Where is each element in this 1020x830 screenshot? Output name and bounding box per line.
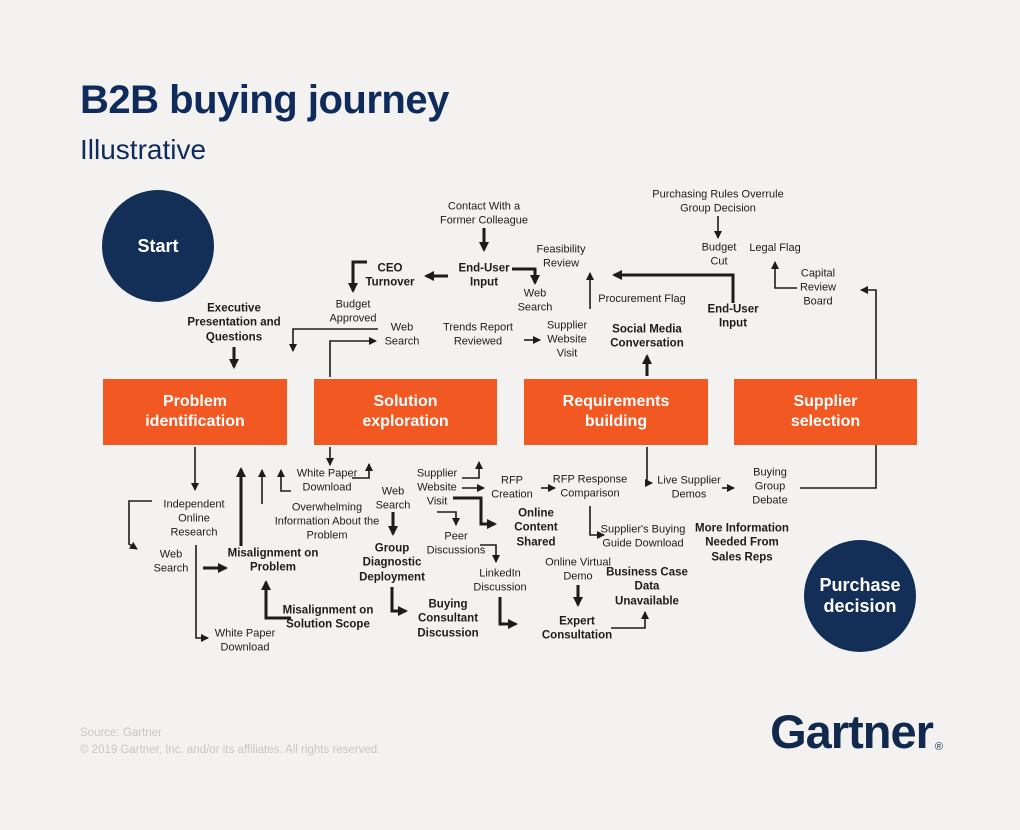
node-executive-presentation: Executive Presentation and Questions (187, 302, 281, 344)
node-purchasing-rules-overrule: Purchasing Rules Overrule Group Decision (652, 188, 784, 214)
node-web-search-feasibility: Web Search (517, 287, 553, 313)
node-procurement-flag: Procurement Flag (598, 293, 686, 306)
page-title: B2B buying journey (80, 78, 449, 122)
registered-mark: ® (934, 741, 943, 753)
gartner-logo-text: Gartner (770, 705, 934, 758)
footer-copyright: © 2019 Gartner, Inc. and/or its affiliat… (80, 744, 381, 757)
node-trends-report-reviewed: Trends Report Reviewed (443, 321, 513, 347)
footer-attribution: Source: Gartner © 2019 Gartner, Inc. and… (80, 725, 380, 760)
node-online-content-shared: Online Content Shared (514, 507, 558, 549)
phase-supplier-selection: Supplier selection (734, 379, 917, 445)
node-misalignment-on-problem: Misalignment on Problem (227, 547, 319, 574)
phase-problem-identification-label: Problem identification (145, 393, 245, 430)
node-supplier-website-visit-2: Supplier Website Visit (416, 467, 458, 507)
node-web-search-solution: Web Search (384, 321, 420, 347)
node-capital-review-board: Capital Review Board (799, 267, 837, 307)
node-budget-cut: Budget Cut (701, 241, 737, 267)
node-end-user-input-2: End-User Input (707, 303, 759, 330)
node-misalignment-solution-scope: Misalignment on Solution Scope (282, 604, 374, 631)
node-suppliers-buying-guide-download: Supplier's Buying Guide Download (600, 523, 686, 549)
node-white-paper-download-1: White Paper Download (296, 467, 358, 493)
node-rfp-response-comparison: RFP Response Comparison (552, 473, 628, 499)
node-rfp-creation: RFP Creation (491, 474, 533, 500)
node-overwhelming-information: Overwhelming Information About the Probl… (274, 501, 380, 541)
phase-solution-exploration-label: Solution exploration (362, 393, 449, 430)
start-circle: Start (102, 190, 214, 302)
node-contact-with-former-colleague: Contact With a Former Colleague (439, 200, 529, 226)
node-web-search-problem: Web Search (153, 548, 189, 574)
page-subtitle: Illustrative (80, 134, 207, 165)
node-buying-consultant-discussion: Buying Consultant Discussion (417, 598, 479, 640)
phase-problem-identification: Problem identification (103, 379, 287, 445)
node-feasibility-review: Feasibility Review (536, 243, 586, 269)
phase-requirements-building: Requirements building (524, 379, 708, 445)
node-supplier-website-visit-1: Supplier Website Visit (546, 319, 588, 359)
node-independent-online-research: Independent Online Research (163, 498, 225, 538)
node-expert-consultation: Expert Consultation (541, 615, 613, 642)
node-web-search-group: Web Search (375, 485, 411, 511)
node-live-supplier-demos: Live Supplier Demos (657, 474, 721, 500)
footer-source: Source: Gartner (80, 727, 162, 739)
purchase-decision-circle: Purchase decision (804, 540, 916, 652)
node-more-information-needed: More Information Needed From Sales Reps (695, 522, 789, 564)
phase-supplier-selection-label: Supplier selection (790, 393, 861, 430)
node-buying-group-debate: Buying Group Debate (752, 466, 788, 506)
purchase-decision-label: Purchase decision (819, 575, 901, 616)
phase-solution-exploration: Solution exploration (314, 379, 497, 445)
node-linkedin-discussion: LinkedIn Discussion (473, 567, 527, 593)
node-end-user-input-1: End-User Input (458, 262, 510, 289)
node-peer-discussions: Peer Discussions (426, 530, 486, 556)
node-ceo-turnover: CEO Turnover (365, 262, 415, 289)
node-white-paper-download-2: White Paper Download (214, 627, 276, 653)
node-business-case-data-unavailable: Business Case Data Unavailable (606, 566, 688, 608)
node-social-media-conversation: Social Media Conversation (610, 323, 684, 350)
phase-requirements-building-label: Requirements building (562, 393, 670, 430)
node-budget-approved: Budget Approved (329, 298, 377, 324)
gartner-logo: Gartner® (770, 704, 943, 759)
node-group-diagnostic-deployment: Group Diagnostic Deployment (359, 542, 425, 584)
node-online-virtual-demo: Online Virtual Demo (545, 556, 611, 582)
start-label: Start (137, 235, 179, 256)
node-legal-flag: Legal Flag (749, 242, 801, 255)
